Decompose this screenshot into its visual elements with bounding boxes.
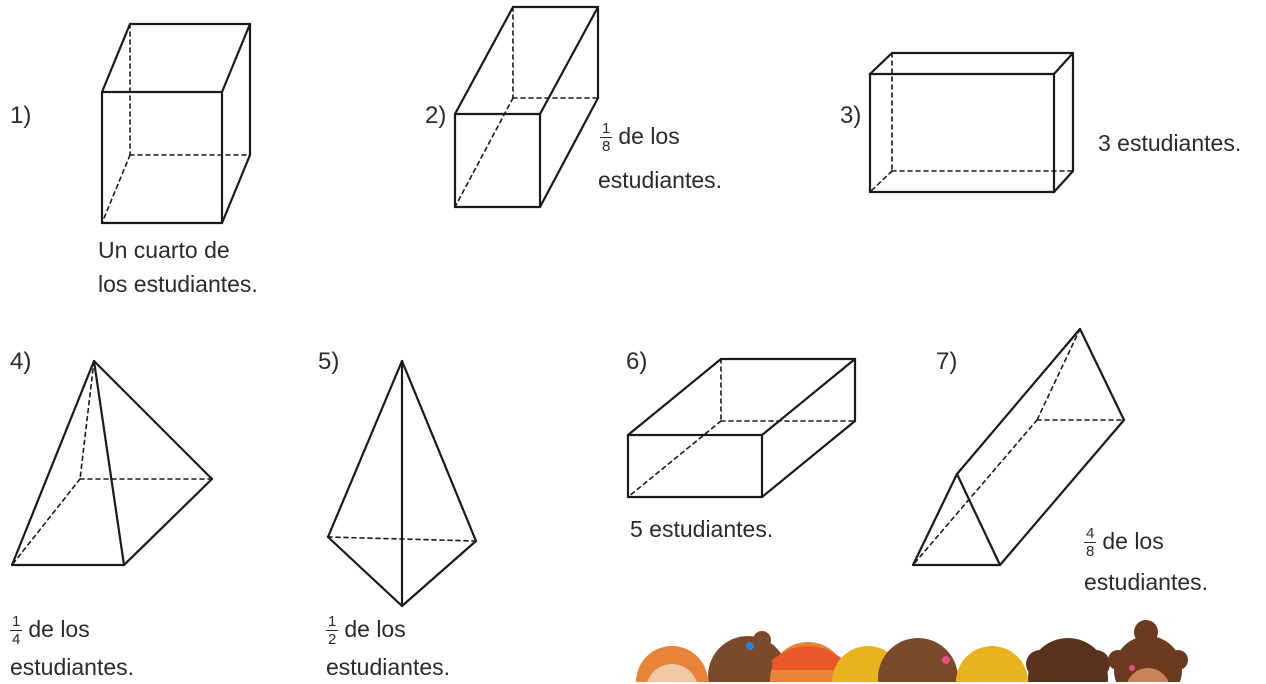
figure-5-caption-line-2: estudiantes. — [326, 654, 451, 680]
figure-2-label: 2) — [425, 102, 447, 129]
child-head-1 — [636, 646, 708, 682]
child-head-8 — [1108, 620, 1188, 682]
figure-4-caption-line-2: estudiantes. — [10, 654, 135, 680]
fraction-denominator: 8 — [1084, 542, 1097, 561]
figure-3-label: 3) — [840, 102, 862, 129]
figure-7-caption-text: de los — [1102, 528, 1164, 554]
figure-7-caption-line-2: estudiantes. — [1084, 569, 1209, 595]
figure-2-caption-line-2: estudiantes. — [598, 167, 723, 193]
figure-5-caption-text: de los — [344, 616, 406, 642]
fraction-denominator: 8 — [600, 137, 613, 156]
figure-4-label: 4) — [10, 348, 32, 375]
fraction-numerator: 4 — [1086, 525, 1095, 543]
figure-1-caption-line-1: Un cuarto de — [98, 237, 230, 263]
figure-4-caption-text: de los — [28, 616, 90, 642]
figure-2-caption-text: de los — [618, 123, 680, 149]
child-head-6 — [956, 646, 1028, 682]
figure-3-caption: 3 estudiantes. — [1098, 130, 1242, 156]
fraction-denominator: 4 — [10, 630, 23, 649]
fraction-denominator: 2 — [326, 630, 339, 649]
child-head-2 — [708, 631, 788, 682]
child-head-7 — [1026, 638, 1110, 682]
figure-7-label: 7) — [936, 348, 958, 375]
figure-6-label: 6) — [626, 348, 648, 375]
child-head-5 — [878, 638, 958, 682]
figure-6-caption: 5 estudiantes. — [630, 516, 774, 542]
figure-5-label: 5) — [318, 348, 340, 375]
child-head-3 — [770, 642, 846, 682]
fraction-numerator: 1 — [602, 120, 611, 138]
fraction-numerator: 1 — [12, 613, 21, 631]
fraction-numerator: 1 — [328, 613, 337, 631]
figure-1-caption-line-2: los estudiantes. — [98, 271, 258, 297]
figure-1-label: 1) — [10, 102, 32, 129]
